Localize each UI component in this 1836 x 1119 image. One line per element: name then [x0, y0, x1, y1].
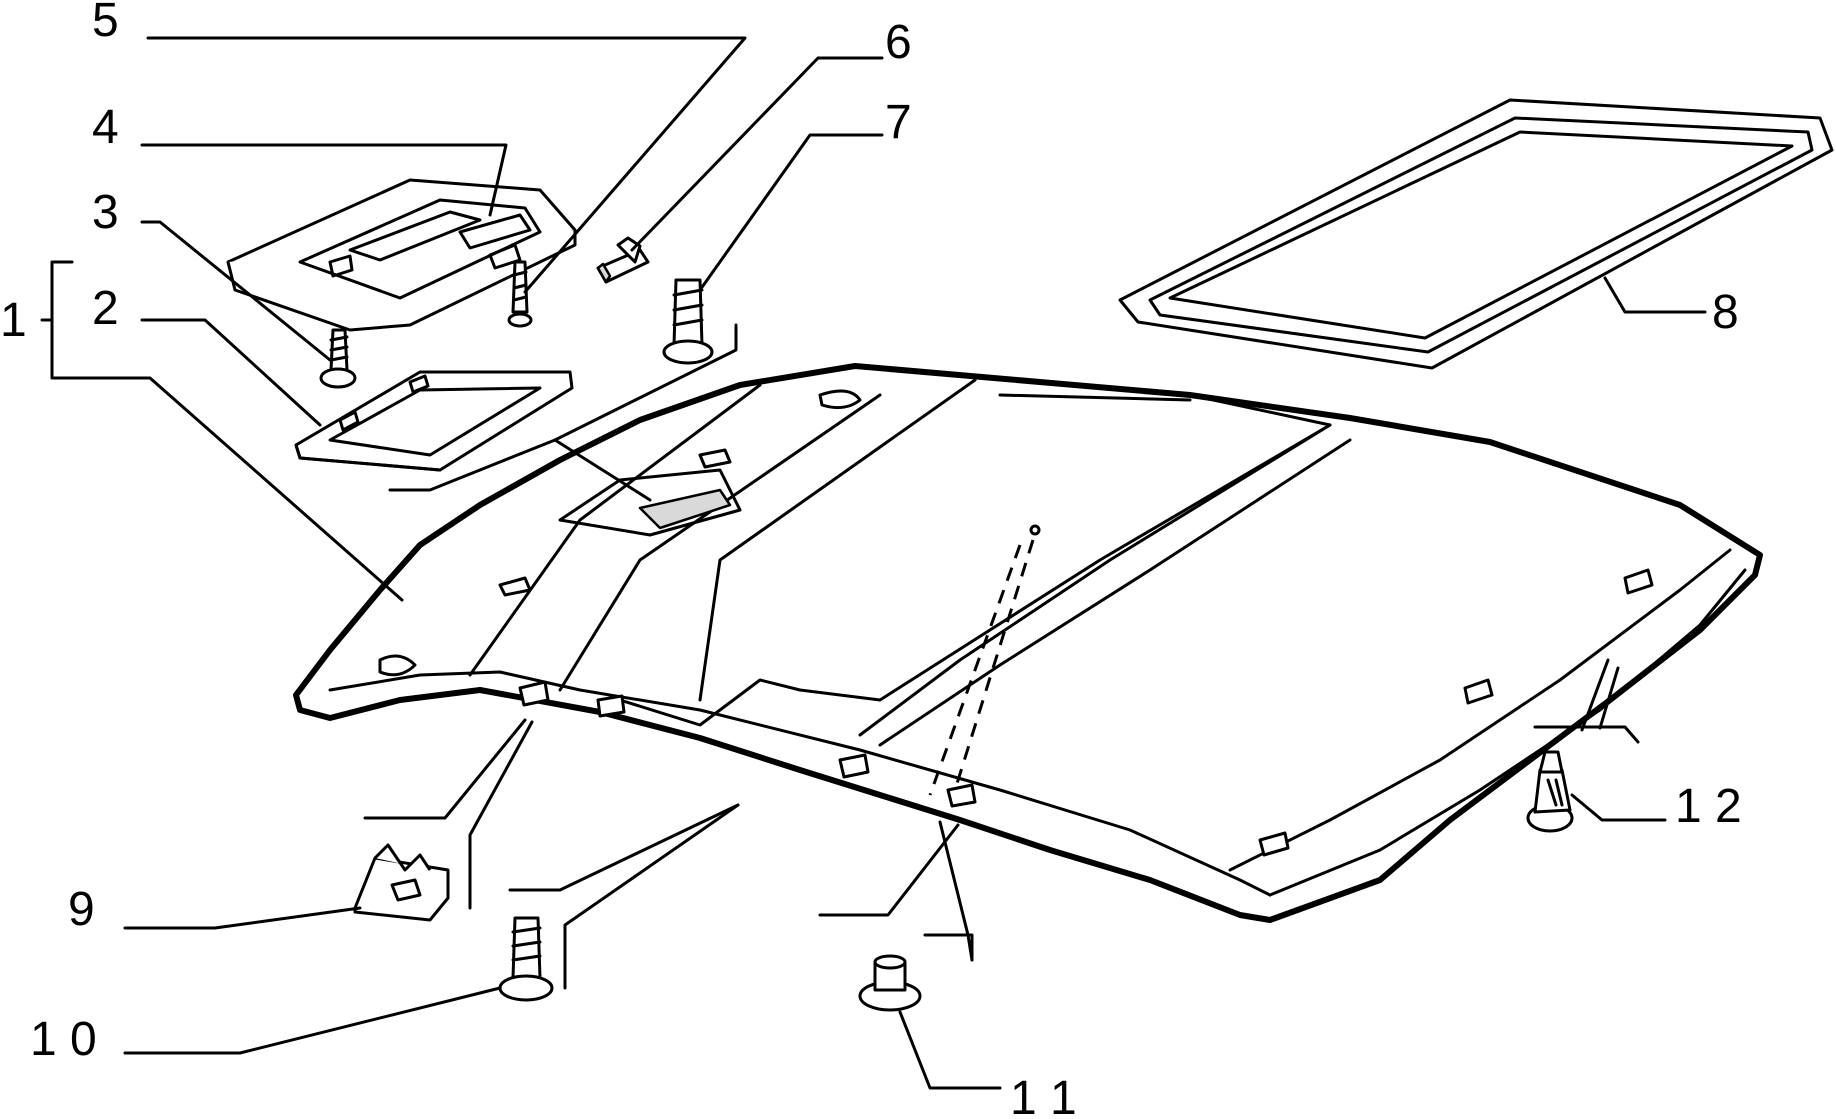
- lamp-trim-frame: [294, 370, 574, 472]
- grommet-part-11: [858, 954, 922, 1012]
- screw-part-5: [507, 260, 533, 328]
- callout-label-2: 2: [92, 282, 119, 335]
- clip-part-6: [596, 236, 650, 284]
- roof-console-housing: [226, 178, 577, 332]
- callout-label-3: 3: [92, 186, 119, 239]
- headliner-panel: [293, 363, 1763, 923]
- callout-label-5: 5: [92, 0, 119, 47]
- screw-part-3: [319, 328, 357, 389]
- callout-label-4: 4: [92, 101, 119, 154]
- callout-label-6: 6: [885, 16, 912, 69]
- screw-part-7: [662, 278, 714, 365]
- clip-part-12: [1526, 750, 1574, 833]
- sunroof-seal-frame: [1118, 98, 1834, 370]
- callout-label-11: 1 1: [1010, 1072, 1077, 1119]
- callout-labels: 1 2 3 4 5 6 7 8 9 1 0 1 1 1 2: [0, 0, 1742, 1119]
- callout-label-12: 1 2: [1675, 780, 1742, 833]
- callout-label-7: 7: [885, 96, 912, 149]
- callout-label-8: 8: [1712, 286, 1739, 339]
- screw-part-10: [498, 916, 554, 1002]
- clip-part-9: [353, 843, 450, 922]
- callout-label-9: 9: [68, 883, 95, 936]
- callout-label-10: 1 0: [30, 1013, 97, 1066]
- callout-label-1: 1: [0, 294, 27, 347]
- leader-lines: [40, 36, 1707, 1090]
